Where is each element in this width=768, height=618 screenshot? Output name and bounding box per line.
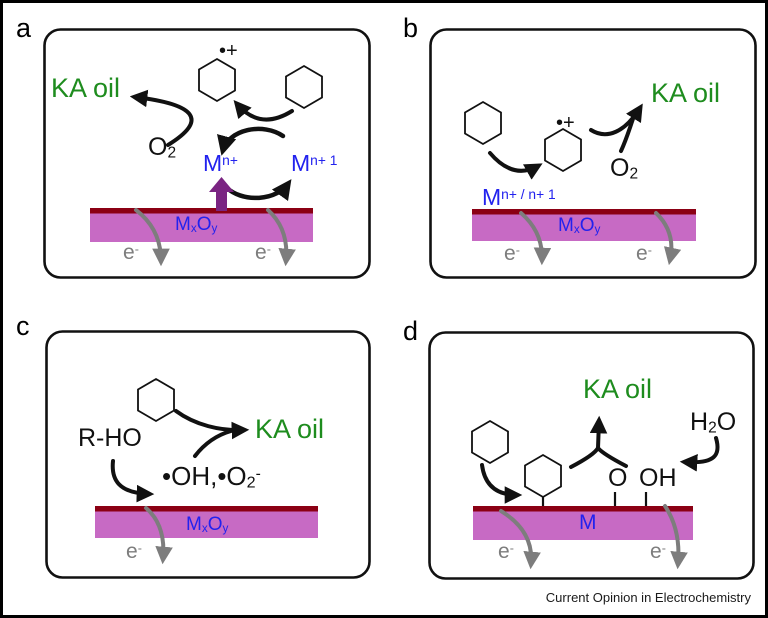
electron-label: e- — [504, 242, 520, 265]
electron-label: e- — [650, 540, 666, 563]
electron-label: e- — [255, 241, 271, 264]
slab-surface-layer — [90, 208, 313, 214]
radical-feed-tail — [193, 429, 233, 458]
electron-arrow-left — [519, 211, 552, 266]
oxide-formula-label: MxOy — [186, 514, 229, 535]
electron-arrow-right — [266, 208, 296, 267]
reductant-label: R-HO — [78, 424, 142, 452]
arrow-to-ka-oil — [129, 89, 194, 147]
panel-c-box — [45, 330, 371, 579]
lattice-oxygen-up-arrow — [209, 177, 234, 211]
panel-d: KA oil H2O O OH M e- e- — [428, 331, 755, 580]
arrow-adsorption — [480, 463, 523, 504]
ka-oil-label: KA oil — [51, 73, 121, 103]
panel-b: KA oil •+ Mn+ / n+ 1 O2 MxOy e- e- — [429, 28, 757, 279]
metal-label: M — [579, 511, 597, 534]
arrow-to-ka-oil — [174, 409, 250, 440]
slab-surface-layer — [473, 506, 693, 512]
oxygen-feed-tail — [619, 114, 636, 153]
cyclohexane-icon — [137, 377, 175, 423]
panel-b-label: b — [403, 13, 419, 43]
panel-a-drawing — [43, 28, 371, 279]
arrow-to-ka-oil-branch — [596, 446, 628, 468]
redox-cycle-bottom-arrow — [224, 179, 292, 202]
panel-c: R-HO KA oil •OH,•O2- MxOy e- — [45, 330, 371, 579]
cyclohexane-icon — [285, 64, 323, 110]
metal-oxidized-label: Mn+ 1 — [291, 150, 338, 176]
electron-label: e- — [636, 242, 652, 265]
hydroxo-label: OH — [639, 464, 677, 492]
cyclohexane-radical-cation-icon — [198, 57, 236, 103]
panel-c-drawing — [45, 330, 371, 579]
electron-label: e- — [498, 540, 514, 563]
arrow-cyclohexane-activation — [488, 151, 543, 180]
panel-c-label: c — [16, 311, 30, 341]
slab-surface-layer — [472, 209, 696, 215]
ka-oil-label: KA oil — [651, 78, 721, 108]
cyclohexane-icon — [464, 100, 502, 146]
water-label: H2O — [690, 408, 737, 437]
oxide-formula-label: MxOy — [558, 215, 601, 236]
arrow-water-to-surface — [679, 436, 720, 472]
arrow-reductant-to-surface — [110, 459, 155, 503]
electron-arrow-left — [499, 509, 541, 570]
oxide-slab — [95, 511, 318, 538]
electron-arrow-right — [663, 504, 688, 570]
panel-a: KA oil •+ O2 Mn+ Mn+ 1 MxOy e- e- — [43, 28, 371, 279]
adsorbed-cyclohexane-icon — [524, 453, 562, 499]
panel-d-drawing — [428, 331, 755, 580]
electron-arrow — [144, 506, 173, 565]
electron-arrow-right — [654, 211, 682, 266]
ka-oil-label: KA oil — [255, 414, 325, 444]
journal-caption: Current Opinion in Electrochemistry — [545, 590, 751, 605]
ka-oil-label: KA oil — [583, 374, 653, 404]
radical-species-label: •OH,•O2- — [162, 461, 261, 492]
panel-b-drawing — [429, 28, 757, 279]
slab-surface-layer — [95, 506, 318, 512]
oxygen-label: O2 — [610, 154, 639, 183]
cyclohexane-radical-cation-icon — [544, 127, 582, 173]
radical-cation-mark: •+ — [556, 112, 575, 134]
radical-cation-mark: •+ — [219, 40, 238, 62]
redox-cycle-top-arrow — [217, 126, 286, 156]
cyclohexane-icon — [471, 419, 509, 465]
metal-redox-label: Mn+ / n+ 1 — [482, 184, 556, 210]
electron-label: e- — [123, 241, 139, 264]
arrow-cyclohexane-activation — [233, 99, 294, 122]
electron-arrow-left — [134, 208, 170, 267]
arrow-to-ka-oil — [589, 103, 643, 137]
panel-d-label: d — [403, 316, 419, 346]
electron-label: e- — [126, 540, 142, 563]
panel-a-label: a — [16, 13, 32, 43]
oxo-label: O — [608, 464, 628, 492]
oxygen-label: O2 — [148, 133, 177, 162]
metal-reduced-label: Mn+ — [203, 150, 238, 176]
oxide-formula-label: MxOy — [175, 214, 218, 235]
